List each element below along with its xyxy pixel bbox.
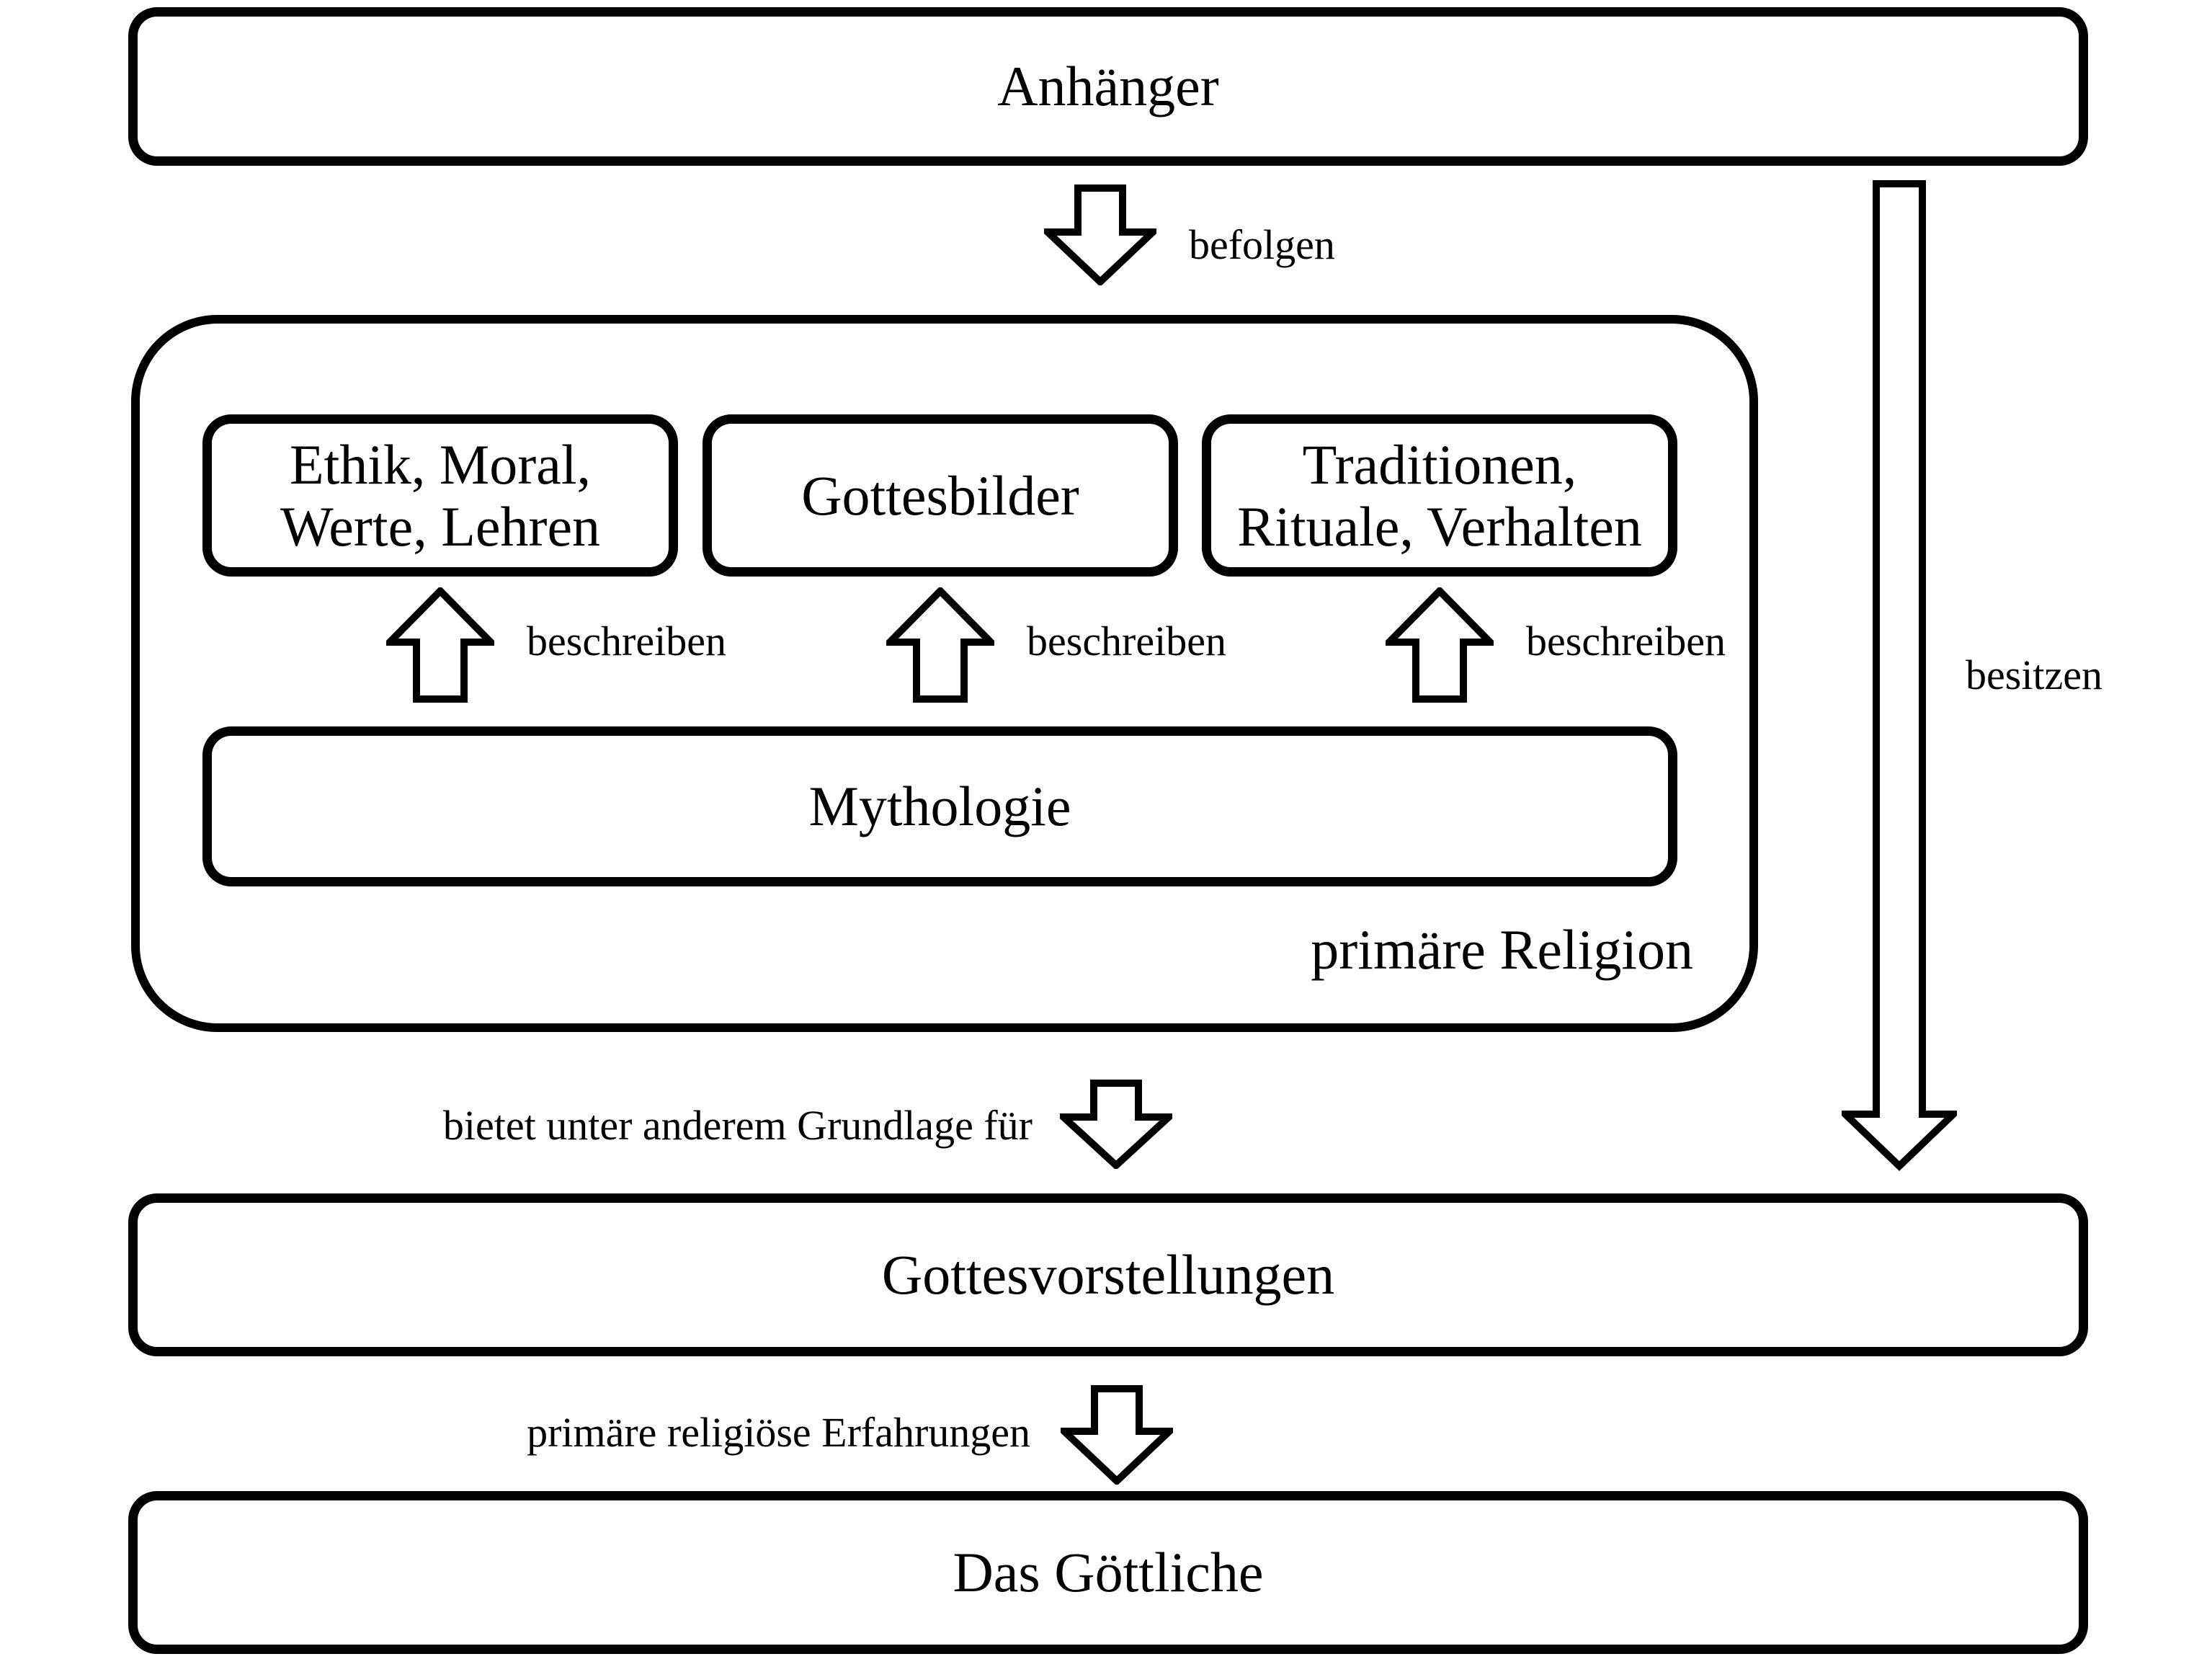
edge-label-besitzen: besitzen [1966, 651, 2103, 698]
node-gottesbilder: Gottesbilder [703, 414, 1178, 577]
node-gottesvorstellungen-label: Gottesvorstellungen [881, 1243, 1335, 1306]
arrow-up-beschreiben-2-icon [886, 587, 994, 703]
group-primaere-religion-label: primäre Religion [1311, 918, 1693, 981]
edge-label-beschreiben-1: beschreiben [527, 618, 726, 664]
node-traditionen-rituale-verhalten: Traditionen, Rituale, Verhalten [1202, 414, 1677, 577]
node-ethik-moral-werte-lehren: Ethik, Moral, Werte, Lehren [202, 414, 678, 577]
arrow-up-beschreiben-3-icon [1386, 587, 1494, 703]
node-das-goettliche: Das Göttliche [128, 1491, 2088, 1654]
arrow-up-beschreiben-1-icon [386, 587, 494, 703]
node-traditionen-line2: Rituale, Verhalten [1237, 494, 1642, 558]
arrow-down-befolgen-icon [1044, 184, 1156, 285]
edge-label-beschreiben-2: beschreiben [1027, 618, 1226, 664]
node-gottesbilder-label: Gottesbilder [801, 463, 1079, 527]
node-anhaenger: Anhänger [128, 7, 2088, 166]
node-traditionen-line1: Traditionen, [1302, 432, 1577, 496]
edge-label-beschreiben-3: beschreiben [1526, 618, 1726, 664]
node-das-goettliche-label: Das Göttliche [953, 1541, 1264, 1604]
arrow-down-bietet-icon [1060, 1080, 1172, 1169]
node-mythologie-label: Mythologie [808, 775, 1071, 837]
node-ethik-line1: Ethik, Moral, [289, 432, 592, 496]
edge-label-erfahrungen: primäre religiöse Erfahrungen [527, 1409, 1030, 1456]
edge-label-bietet: bietet unter anderem Grundlage für [442, 1102, 1033, 1149]
node-gottesvorstellungen: Gottesvorstellungen [128, 1193, 2088, 1356]
node-anhaenger-label: Anhänger [997, 55, 1219, 117]
edge-label-befolgen: befolgen [1189, 221, 1335, 268]
node-mythologie: Mythologie [202, 726, 1677, 886]
arrow-down-erfahrungen-icon [1061, 1385, 1173, 1485]
arrow-down-besitzen-icon [1842, 180, 1957, 1171]
node-ethik-line2: Werte, Lehren [280, 494, 601, 558]
